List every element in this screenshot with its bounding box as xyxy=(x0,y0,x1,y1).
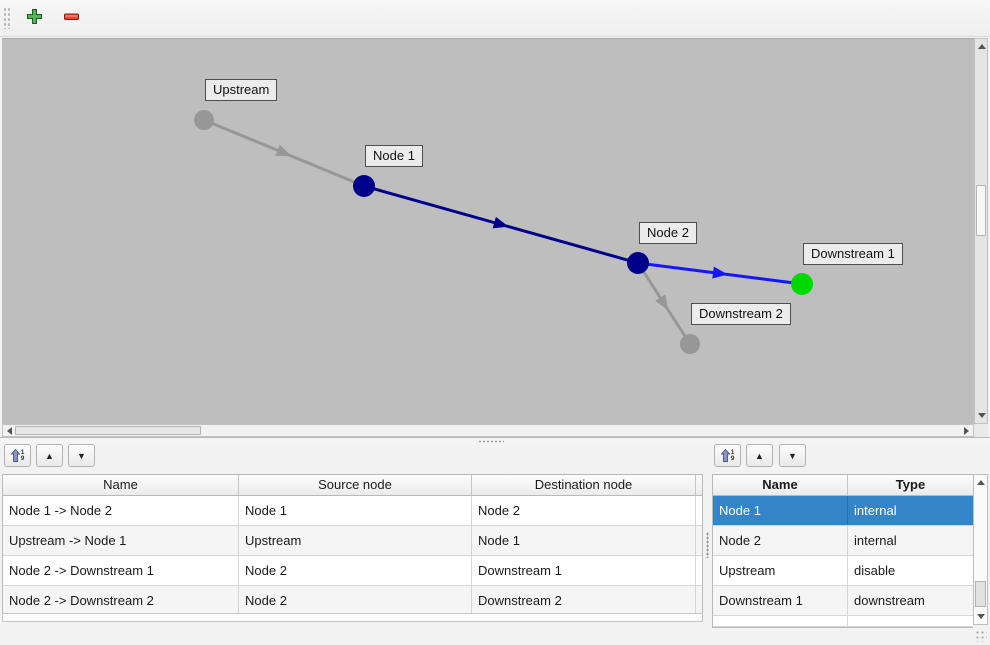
scroll-up-icon[interactable] xyxy=(977,480,985,485)
edge-filler-cell xyxy=(696,496,702,525)
canvas-hscroll-thumb[interactable] xyxy=(15,426,201,435)
node-type-cell[interactable]: downstream xyxy=(854,593,925,608)
window-resize-grip[interactable] xyxy=(974,629,987,642)
edges-table-header: Name Source node Destination node xyxy=(3,475,702,496)
node-name-cell[interactable]: Node 2 xyxy=(713,526,848,555)
splitter-grip-icon xyxy=(478,440,504,443)
canvas-horizontal-scrollbar[interactable] xyxy=(2,424,974,437)
sort-ascending-icon: 1 9 xyxy=(720,449,734,462)
edges-table-hscrollbar[interactable] xyxy=(2,613,703,622)
edge-row[interactable]: Node 2 -> Downstream 1 Node 2 Downstream… xyxy=(3,556,702,586)
edges-move-down-button[interactable]: ▼ xyxy=(68,444,95,467)
edge-row[interactable]: Upstream -> Node 1 Upstream Node 1 xyxy=(3,526,702,556)
down-arrow-icon: ▼ xyxy=(788,450,797,461)
node-type-cell[interactable]: internal xyxy=(854,533,897,548)
nodes-move-down-button[interactable]: ▼ xyxy=(779,444,806,467)
horizontal-splitter[interactable] xyxy=(0,437,990,444)
graph-node-node-2[interactable] xyxy=(627,252,649,274)
edge-source-cell[interactable]: Upstream xyxy=(239,526,472,555)
node-row[interactable]: Upstream disable xyxy=(713,556,973,586)
edge-destination-cell[interactable]: Downstream 1 xyxy=(472,556,696,585)
nodes-vscroll-thumb[interactable] xyxy=(975,581,986,607)
column-header-filler xyxy=(696,475,702,495)
add-button[interactable] xyxy=(21,5,47,31)
node-type-cell[interactable]: internal xyxy=(854,503,897,518)
node-type-cell[interactable]: disable xyxy=(854,563,896,578)
up-arrow-icon: ▲ xyxy=(45,450,54,461)
node-label-node-2: Node 2 xyxy=(639,222,697,244)
edge-source-cell[interactable]: Node 2 xyxy=(239,586,472,615)
up-arrow-icon: ▲ xyxy=(755,450,764,461)
node-row[interactable]: Downstream 1 downstream xyxy=(713,586,973,616)
edge-name-cell[interactable]: Node 2 -> Downstream 1 xyxy=(3,556,239,585)
node-type-cell xyxy=(848,616,973,626)
node-name-cell[interactable]: Downstream 1 xyxy=(713,586,848,615)
edge-destination-cell[interactable]: Downstream 2 xyxy=(472,586,696,615)
edge-source-cell[interactable]: Node 1 xyxy=(239,496,472,525)
edge-name-cell[interactable]: Upstream -> Node 1 xyxy=(3,526,239,555)
sort-ascending-icon: 1 9 xyxy=(10,449,24,462)
edge-destination-cell[interactable]: Node 2 xyxy=(472,496,696,525)
column-header-destination-node: Destination node xyxy=(472,475,696,495)
node-row-empty xyxy=(713,616,973,627)
edge-filler-cell xyxy=(696,586,702,615)
node-label-downstream-2: Downstream 2 xyxy=(691,303,791,325)
edge-name-cell[interactable]: Node 2 -> Downstream 2 xyxy=(3,586,239,615)
node-label-upstream: Upstream xyxy=(205,79,278,101)
splitter-grip-icon xyxy=(706,532,709,558)
edge-filler-cell xyxy=(696,556,702,585)
scrollbar-corner xyxy=(974,424,988,437)
edge-row[interactable]: Node 2 -> Downstream 2 Node 2 Downstream… xyxy=(3,586,702,616)
minus-icon xyxy=(63,8,80,28)
nodes-sort-button[interactable]: 1 9 xyxy=(714,444,741,467)
graph-node-downstream-1[interactable] xyxy=(791,273,813,295)
nodes-table: Name Type Node 1 internal Node 2 interna… xyxy=(712,474,973,628)
scroll-right-icon[interactable] xyxy=(964,427,969,435)
scroll-left-icon[interactable] xyxy=(7,427,12,435)
node-row[interactable]: Node 2 internal xyxy=(713,526,973,556)
node-name-cell xyxy=(713,616,848,626)
edges-table: Name Source node Destination node Node 1… xyxy=(2,474,703,617)
edge-arrow-icon xyxy=(275,144,292,157)
column-header-type: Type xyxy=(895,477,926,492)
nodes-table-vscrollbar[interactable] xyxy=(973,474,988,625)
plus-icon xyxy=(26,8,43,28)
edge-arrow-icon xyxy=(712,266,728,279)
scroll-down-icon[interactable] xyxy=(977,614,985,619)
graph-node-downstream-2[interactable] xyxy=(680,334,700,354)
edges-sort-button[interactable]: 1 9 xyxy=(4,444,31,467)
nodes-table-header: Name Type xyxy=(713,475,973,496)
edge-arrow-icon xyxy=(655,294,669,311)
edge-filler-cell xyxy=(696,526,702,555)
canvas-vertical-scrollbar[interactable] xyxy=(974,38,988,424)
canvas-vscroll-thumb[interactable] xyxy=(976,185,986,236)
column-header-source-node: Source node xyxy=(239,475,472,495)
vertical-splitter[interactable] xyxy=(703,474,711,624)
node-label-downstream-1: Downstream 1 xyxy=(803,243,903,265)
edge-arrow-icon xyxy=(492,216,509,229)
main-toolbar xyxy=(0,0,990,37)
remove-button[interactable] xyxy=(58,5,84,31)
toolbar-grip-handle[interactable] xyxy=(3,7,10,29)
column-header-name: Name xyxy=(713,475,848,495)
scroll-down-icon[interactable] xyxy=(978,413,986,418)
node-row[interactable]: Node 1 internal xyxy=(713,496,973,526)
node-name-cell[interactable]: Upstream xyxy=(713,556,848,585)
edge-name-cell[interactable]: Node 1 -> Node 2 xyxy=(3,496,239,525)
scroll-up-icon[interactable] xyxy=(978,44,986,49)
graph-node-upstream[interactable] xyxy=(194,110,214,130)
nodes-move-up-button[interactable]: ▲ xyxy=(746,444,773,467)
graph-node-node-1[interactable] xyxy=(353,175,375,197)
node-label-node-1: Node 1 xyxy=(365,145,423,167)
edge-row[interactable]: Node 1 -> Node 2 Node 1 Node 2 xyxy=(3,496,702,526)
down-arrow-icon: ▼ xyxy=(77,450,86,461)
edge-source-cell[interactable]: Node 2 xyxy=(239,556,472,585)
node-name-cell[interactable]: Node 1 xyxy=(713,496,848,525)
edges-move-up-button[interactable]: ▲ xyxy=(36,444,63,467)
edge-destination-cell[interactable]: Node 1 xyxy=(472,526,696,555)
column-header-name: Name xyxy=(3,475,239,495)
